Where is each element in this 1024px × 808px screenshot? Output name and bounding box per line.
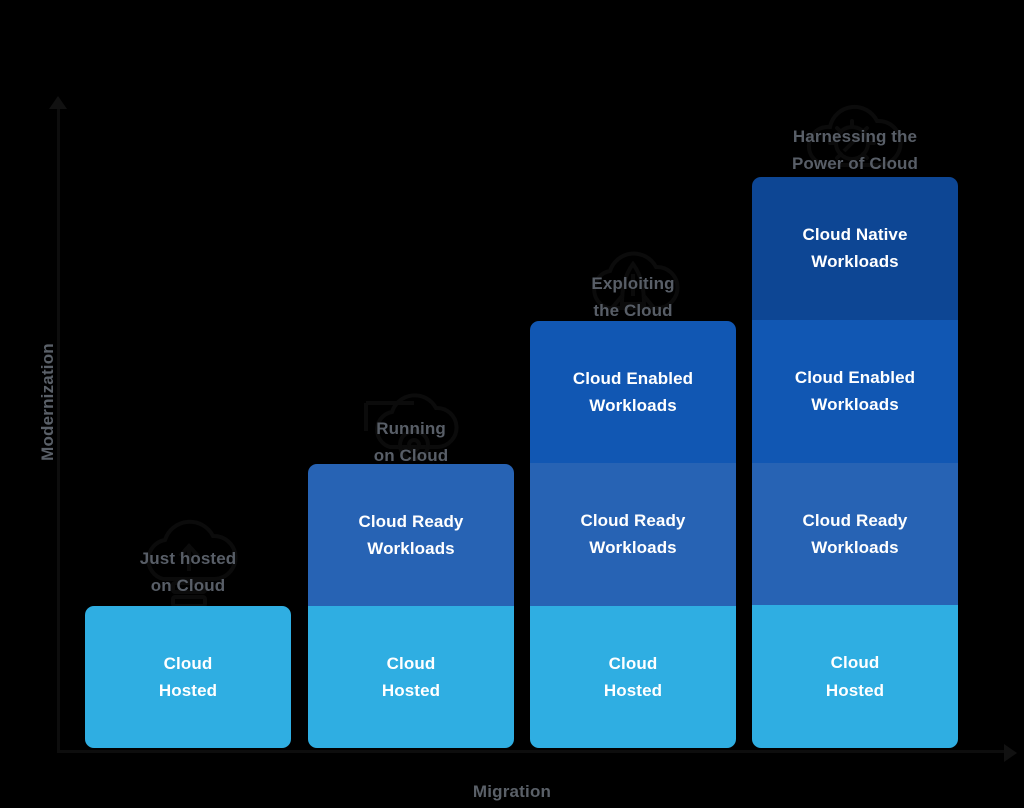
- caption-line-1: Exploiting: [591, 274, 675, 294]
- caption-line-1: Running: [376, 419, 446, 439]
- segment-label-line-2: Hosted: [158, 681, 218, 700]
- segment-cloud-enabled[interactable]: Cloud Enabled Workloads: [530, 321, 736, 464]
- segment-label-line-1: Cloud Ready: [580, 511, 686, 531]
- segment-label-line-2: Hosted: [825, 680, 885, 700]
- segment-cloud-native[interactable]: Cloud Native Workloads: [752, 177, 958, 320]
- segment-cloud-ready[interactable]: Cloud Ready Workloads: [308, 464, 514, 606]
- segment-cloud-hosted[interactable]: Cloud Hosted: [752, 605, 958, 748]
- y-axis-title: Modernization: [38, 343, 57, 461]
- arrow-up-icon: [49, 96, 67, 109]
- column-caption-1: Just hosted on Cloud: [85, 546, 291, 599]
- stacked-bar-1: Cloud Hosted: [85, 606, 291, 748]
- column-caption-4: Harnessing the Power of Cloud: [752, 124, 958, 177]
- segment-label-line-2: Workloads: [811, 252, 899, 272]
- segment-label-line-2: Workloads: [589, 396, 677, 416]
- caption-line-2: on Cloud: [150, 575, 226, 595]
- stacked-bar-3: Cloud Enabled Workloads Cloud Ready Work…: [530, 321, 736, 748]
- column-caption-3: Exploiting the Cloud: [530, 271, 736, 324]
- segment-label-line-2: Workloads: [367, 539, 455, 558]
- arrow-right-icon: [1004, 744, 1017, 762]
- segment-label-line-2: Workloads: [589, 538, 677, 558]
- column-caption-2: Running on Cloud: [308, 416, 514, 469]
- segment-cloud-ready[interactable]: Cloud Ready Workloads: [530, 463, 736, 606]
- segment-label-line-1: Cloud Native: [802, 225, 908, 245]
- caption-line-2: the Cloud: [593, 300, 673, 320]
- stacked-bar-4: Cloud Native Workloads Cloud Enabled Wor…: [752, 177, 958, 748]
- segment-cloud-hosted[interactable]: Cloud Hosted: [530, 605, 736, 748]
- segment-label-line-2: Hosted: [603, 680, 663, 700]
- caption-line-2: Power of Cloud: [791, 153, 919, 173]
- stacked-bar-2: Cloud Ready Workloads Cloud Hosted: [308, 464, 514, 748]
- segment-cloud-hosted[interactable]: Cloud Hosted: [85, 606, 291, 748]
- cloud-upload-icon: [133, 513, 243, 623]
- segment-label-line-1: Cloud Ready: [358, 511, 464, 531]
- x-axis-line: [57, 750, 1007, 753]
- segment-label-line-1: Cloud: [830, 653, 880, 673]
- segment-cloud-enabled[interactable]: Cloud Enabled Workloads: [752, 319, 958, 463]
- segment-label-line-1: Cloud: [386, 653, 436, 673]
- segment-cloud-ready[interactable]: Cloud Ready Workloads: [752, 462, 958, 606]
- segment-label-line-1: Cloud Enabled: [794, 367, 916, 387]
- segment-label-line-1: Cloud: [608, 653, 658, 673]
- segment-label-line-1: Cloud: [163, 653, 213, 673]
- segment-label-line-2: Workloads: [811, 537, 899, 557]
- caption-line-1: Just hosted: [139, 549, 237, 569]
- cloud-gear-icon: [356, 383, 466, 493]
- segment-cloud-hosted[interactable]: Cloud Hosted: [308, 606, 514, 748]
- caption-line-2: on Cloud: [373, 445, 449, 465]
- y-axis-line: [57, 104, 60, 752]
- segment-label-line-2: Hosted: [381, 681, 441, 700]
- cloud-rocket-icon: [578, 238, 688, 348]
- caption-line-1: Harnessing the: [792, 127, 918, 147]
- segment-label-line-1: Cloud Enabled: [572, 368, 694, 388]
- segment-label-line-2: Workloads: [811, 395, 899, 415]
- x-axis-title: Migration: [472, 782, 552, 801]
- segment-label-line-1: Cloud Ready: [802, 510, 908, 530]
- cloud-cogs-icon: [800, 93, 910, 203]
